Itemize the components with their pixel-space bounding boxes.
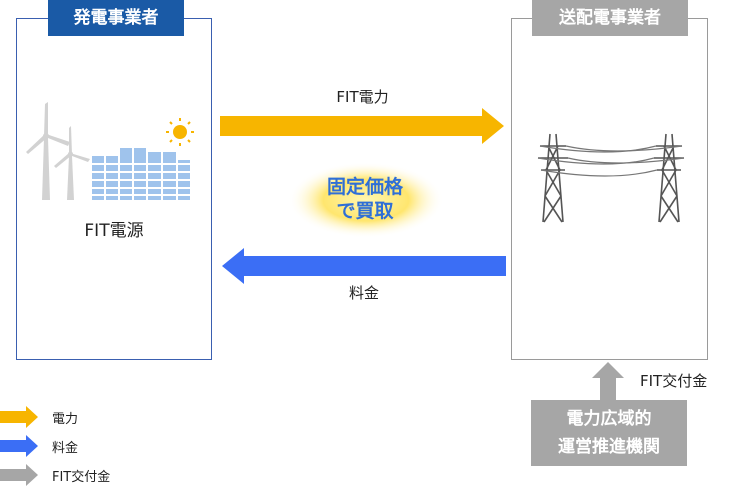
sun-icon [166,118,194,146]
badge-glow [288,162,444,238]
fit-power-label: FIT電力 [336,88,389,106]
transmitter-label: 送配電事業者 [532,0,688,36]
fixed-price-line1: 固定価格 [326,176,403,198]
organization-box: 電力広域的 運営推進機関 [531,400,687,466]
wind-turbine-icon [26,102,90,200]
solar-panel-icon [92,148,190,200]
transmission-tower-icon [537,133,685,223]
payment-arrow [222,248,506,284]
generator-label: 発電事業者 [48,0,184,36]
legend: 電力 料金 FIT交付金 [0,402,160,490]
organization-line1: 電力広域的 [566,409,652,429]
subsidy-label: FIT交付金 [640,372,708,390]
legend-subsidy-arrow [0,464,38,486]
fixed-price-badge: 固定価格 で買取 [300,175,430,223]
legend-subsidy-label: FIT交付金 [52,470,111,485]
subsidy-arrow [592,362,624,402]
fixed-price-line2: で買取 [336,200,394,222]
generator-illustration [26,102,194,200]
legend-payment-label: 料金 [52,441,79,456]
legend-payment-arrow [0,435,38,457]
legend-power-label: 電力 [52,412,79,427]
payment-label: 料金 [348,284,379,302]
power-arrow [220,108,504,144]
legend-power-arrow [0,406,38,428]
fit-source-label: FIT電源 [84,221,144,241]
organization-line2: 運営推進機関 [558,437,660,457]
